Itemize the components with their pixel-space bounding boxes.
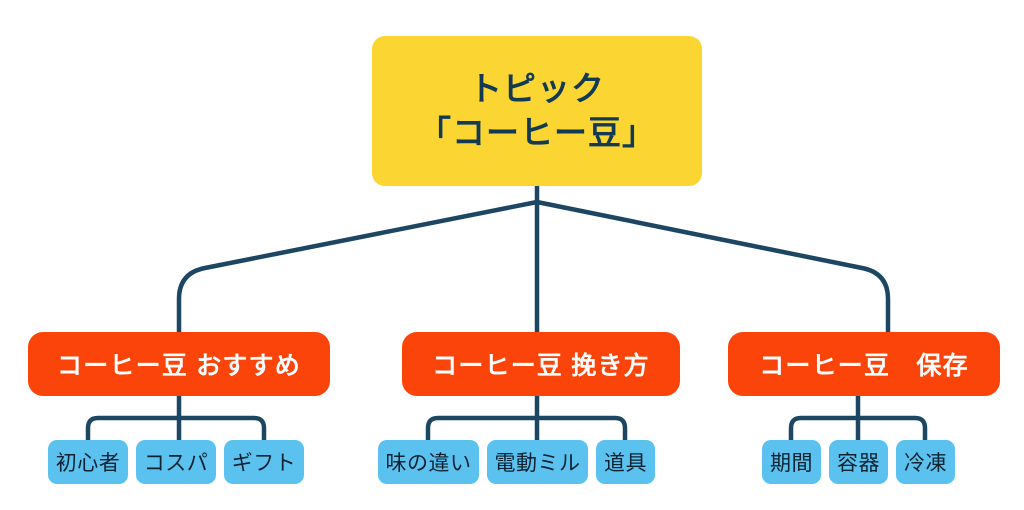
connector-branch-1-leaf-0	[425, 415, 537, 440]
leaf-node-kosupa[interactable]: コスパ	[136, 440, 216, 484]
leaf-node-reito[interactable]: 冷凍	[896, 440, 955, 484]
leaf-node-label: コスパ	[143, 452, 209, 475]
connector-root-to-branch-2	[536, 199, 891, 332]
root-topic-line-2: 「コーヒー豆」	[418, 114, 656, 151]
leaf-node-label: 初心者	[55, 452, 121, 475]
leaf-node-kikan[interactable]: 期間	[762, 440, 821, 484]
connector-branch-0-leaf-0	[85, 415, 179, 440]
leaf-node-label: 味の違い	[385, 452, 472, 475]
leaf-node-ajinochigai[interactable]: 味の違い	[378, 440, 479, 484]
root-topic-line-1: トピック	[469, 70, 605, 108]
branch-node-hozon[interactable]: コーヒー豆 保存	[728, 332, 1000, 396]
leaf-node-dogu[interactable]: 道具	[596, 440, 655, 484]
connector-branch-0-leaf-2	[179, 415, 267, 440]
connector-root-to-branch-0	[176, 199, 538, 332]
connector-branch-2-leaf-2	[858, 415, 928, 440]
root-topic-node[interactable]: トピック 「コーヒー豆」	[372, 36, 702, 186]
leaf-node-label: 容器	[837, 452, 880, 475]
leaf-node-label: 期間	[770, 452, 813, 475]
leaf-node-label: 道具	[604, 452, 647, 475]
leaf-node-gift[interactable]: ギフト	[224, 440, 304, 484]
leaf-node-dendomiru[interactable]: 電動ミル	[487, 440, 588, 484]
connector-branch-1-leaf-2	[537, 415, 628, 440]
branch-node-osusume[interactable]: コーヒー豆 おすすめ	[28, 332, 330, 396]
leaf-node-yoki[interactable]: 容器	[829, 440, 888, 484]
leaf-node-label: 冷凍	[904, 452, 947, 475]
branch-node-label: コーヒー豆 おすすめ	[57, 352, 301, 380]
branch-node-label: コーヒー豆 保存	[759, 352, 969, 380]
leaf-node-label: ギフト	[231, 452, 297, 475]
branch-node-hikikata[interactable]: コーヒー豆 挽き方	[402, 332, 680, 396]
connector-branch-2-leaf-0	[788, 415, 858, 440]
leaf-node-label: 電動ミル	[494, 452, 581, 475]
leaf-node-shoshinsha[interactable]: 初心者	[48, 440, 128, 484]
branch-node-label: コーヒー豆 挽き方	[432, 352, 650, 380]
